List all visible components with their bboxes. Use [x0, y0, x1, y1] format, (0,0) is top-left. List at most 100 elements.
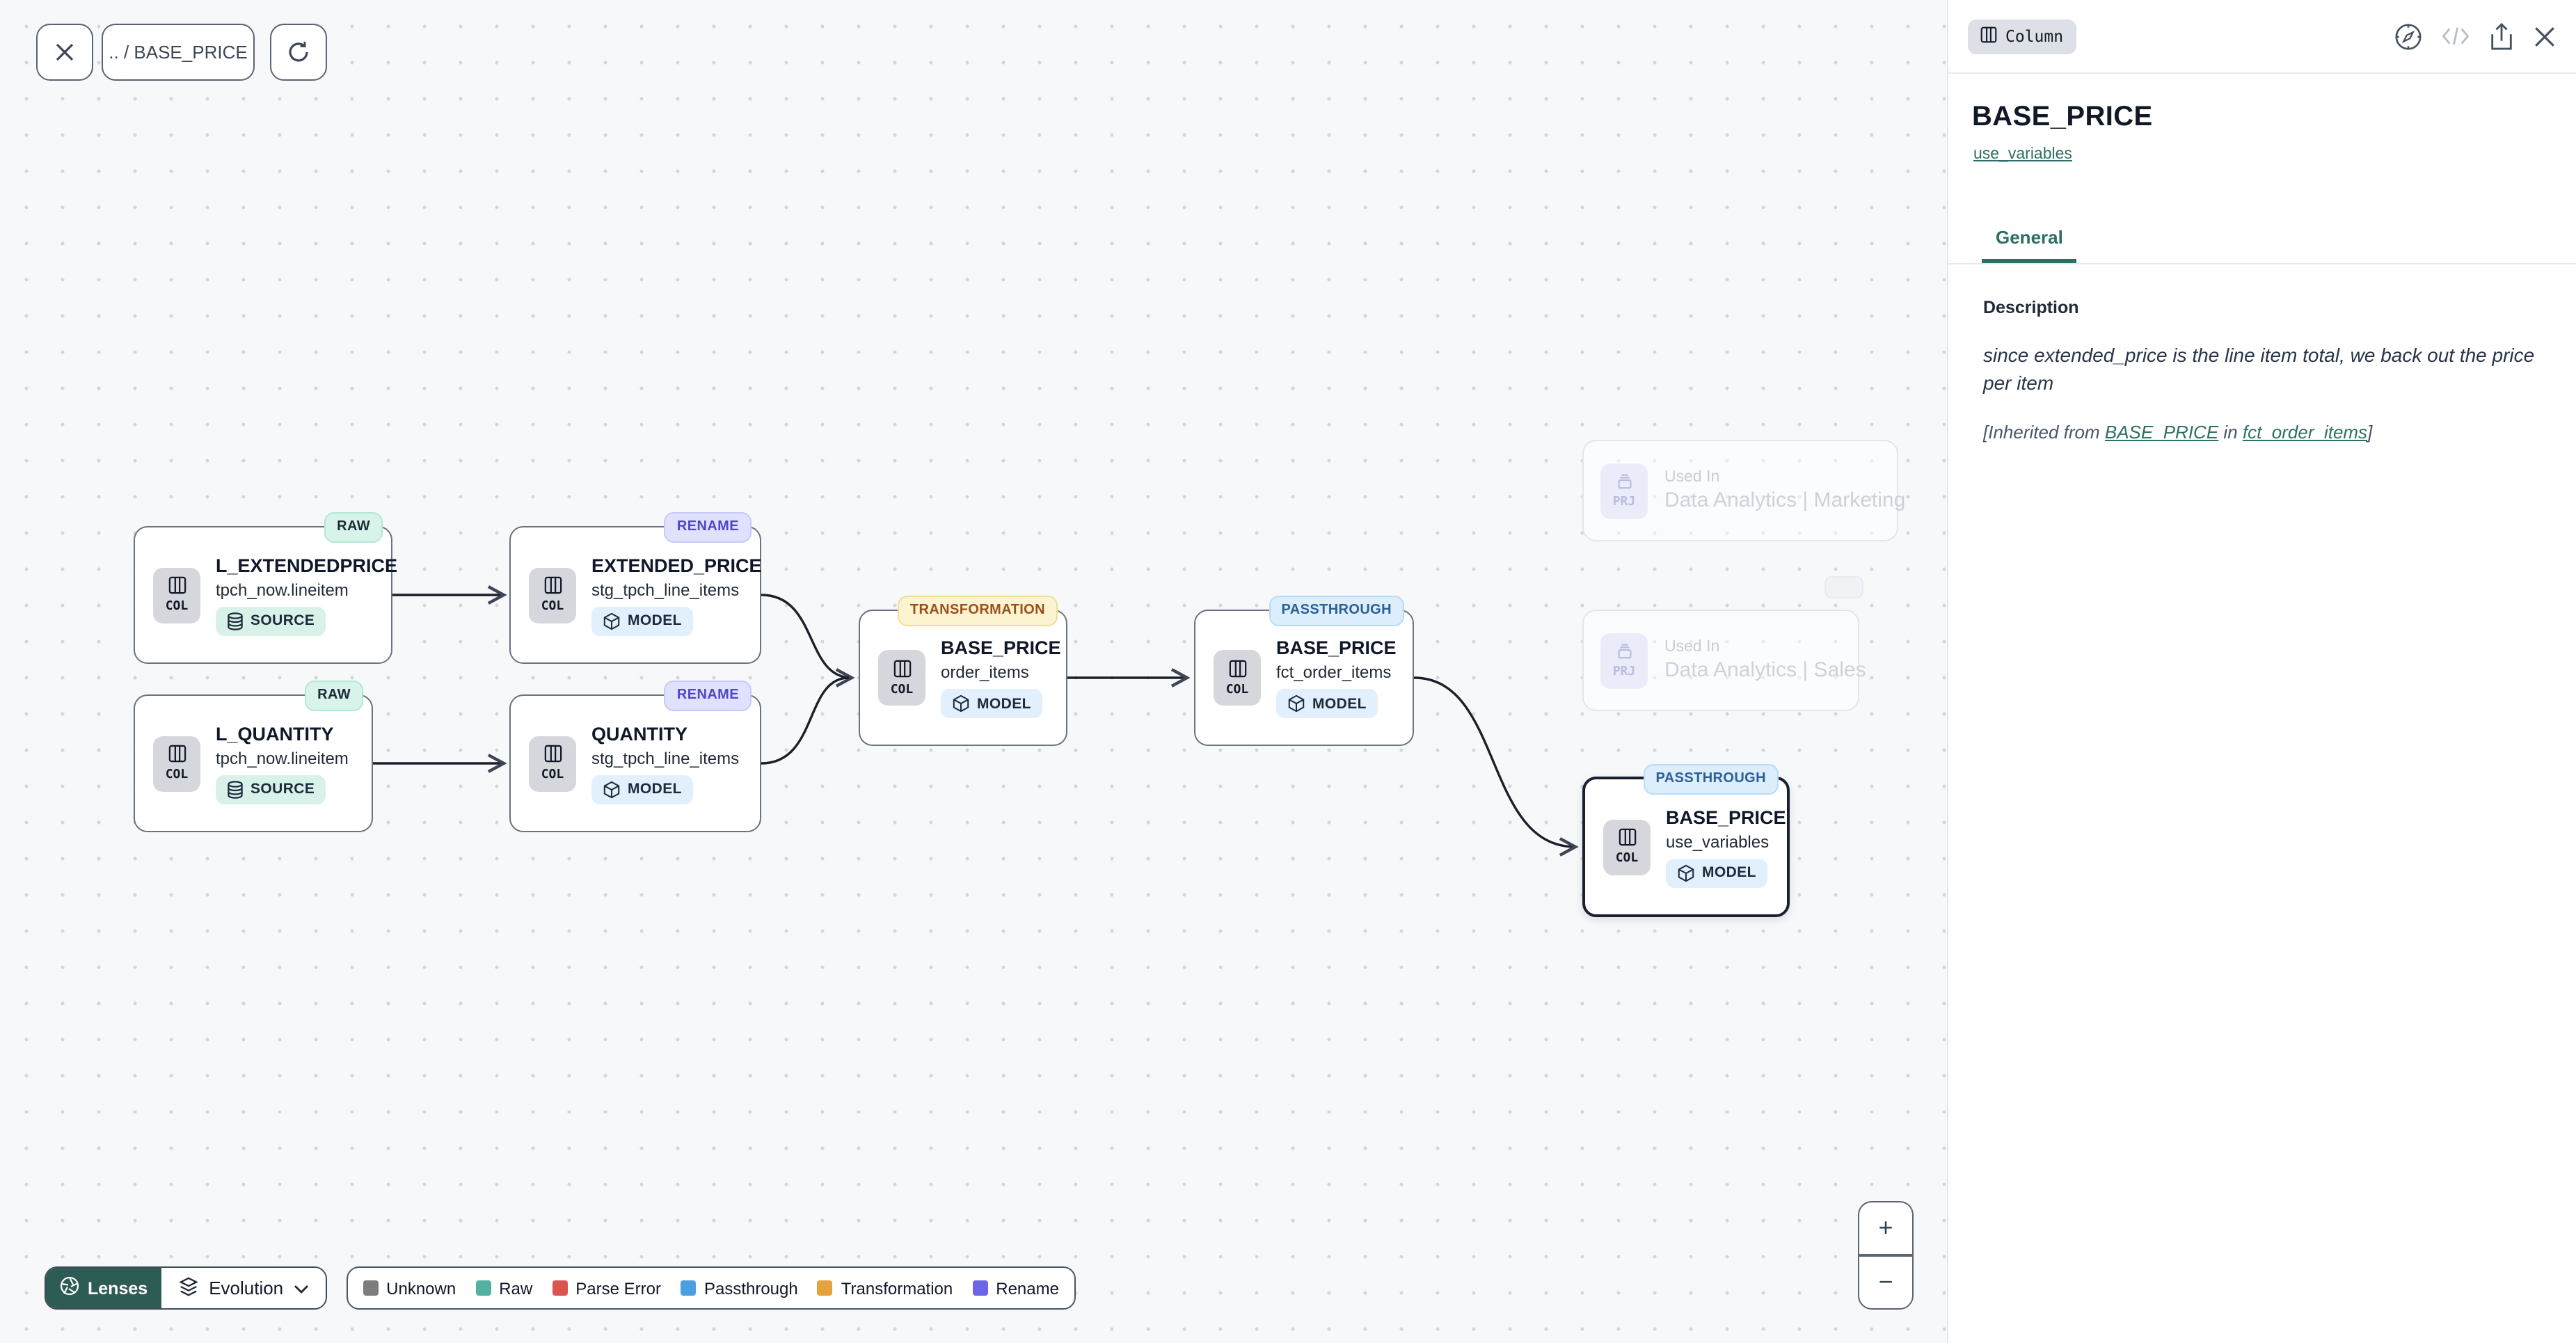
column-chip: COL	[153, 736, 200, 791]
minus-icon: −	[1878, 1267, 1893, 1296]
node-l-quantity[interactable]: RAW COL L_QUANTITY tpch_now.lineitem SOU…	[134, 681, 373, 832]
description-section: Description since extended_price is the …	[1948, 264, 2576, 442]
database-icon	[227, 612, 244, 630]
zoom-controls: + −	[1858, 1201, 1914, 1310]
project-chip-label: PRJ	[1612, 665, 1636, 679]
panel-title: BASE_PRICE	[1972, 102, 2153, 132]
legend-swatch	[475, 1280, 491, 1296]
refresh-button[interactable]	[270, 24, 327, 81]
node-base-price-order-items[interactable]: TRANSFORMATION COL BASE_PRICE order_item…	[859, 596, 1067, 746]
column-chip-label: COL	[890, 683, 914, 697]
node-type-badge: MODEL	[1666, 858, 1767, 887]
breadcrumb-label: .. / BASE_PRICE	[109, 42, 248, 63]
node-type-badge: SOURCE	[216, 774, 326, 804]
cube-icon	[603, 612, 621, 630]
aperture-icon	[60, 1276, 79, 1300]
share-export-icon[interactable]	[2488, 22, 2515, 51]
project-icon	[1615, 642, 1633, 664]
node-type-label: SOURCE	[251, 612, 315, 629]
lens-mode-label: Evolution	[209, 1278, 284, 1298]
lens-badge: TRANSFORMATION	[897, 596, 1058, 626]
node-type-label: SOURCE	[251, 781, 315, 797]
node-title: BASE_PRICE	[1666, 806, 1786, 827]
used-in-node-marketing[interactable]: PRJ Used In Data Analytics | Marketing	[1582, 440, 1905, 541]
lens-badge: PASSTHROUGH	[1269, 596, 1404, 626]
node-title: BASE_PRICE	[941, 637, 1061, 658]
node-type-label: MODEL	[628, 612, 682, 629]
node-quantity[interactable]: RENAME COL QUANTITY stg_tpch_line_items …	[509, 681, 761, 832]
lenses-button[interactable]: Lenses	[46, 1268, 162, 1308]
node-base-price-use-variables[interactable]: PASSTHROUGH COL BASE_PRICE use_variables…	[1582, 764, 1790, 917]
node-title: EXTENDED_PRICE	[591, 555, 762, 575]
column-chip: COL	[529, 736, 576, 791]
column-chip-label: COL	[1225, 683, 1249, 697]
node-subtitle: stg_tpch_line_items	[591, 580, 740, 599]
node-subtitle: tpch_now.lineitem	[216, 748, 349, 768]
legend-item: Parse Error	[552, 1278, 661, 1298]
zoom-in-button[interactable]: +	[1859, 1202, 1912, 1255]
code-view-icon[interactable]	[2441, 25, 2470, 47]
lens-badge: RENAME	[664, 512, 752, 543]
model-link[interactable]: use_variables	[1973, 146, 2072, 163]
node-base-price-fct-order-items[interactable]: PASSTHROUGH COL BASE_PRICE fct_order_ite…	[1194, 596, 1414, 746]
close-panel-icon[interactable]	[2533, 24, 2557, 48]
lens-badge: RAW	[305, 681, 363, 711]
zoom-out-button[interactable]: −	[1859, 1257, 1912, 1309]
node-subtitle: tpch_now.lineitem	[216, 580, 349, 599]
columns-icon	[543, 576, 562, 598]
column-chip-label: COL	[1615, 852, 1639, 866]
lineage-canvas[interactable]: .. / BASE_PRICE RAW COL L_EXTENDEDPRICE …	[0, 0, 1947, 1343]
details-panel: Column BASE_PRICE use_variables General …	[1947, 0, 2576, 1343]
divider	[1859, 1254, 1912, 1257]
lenses-bar: Lenses Evolution Unknown Raw Parse Error…	[45, 1266, 1076, 1310]
node-type-label: MODEL	[1702, 864, 1756, 881]
database-icon	[227, 780, 244, 798]
legend-swatch	[972, 1280, 988, 1296]
node-subtitle: order_items	[941, 662, 1029, 682]
lens-selector: Lenses Evolution	[45, 1266, 327, 1310]
column-chip: COL	[878, 650, 925, 706]
cube-icon	[603, 780, 621, 798]
column-chip-label: COL	[165, 600, 189, 614]
columns-icon	[168, 576, 186, 598]
inherited-model-link[interactable]: fct_order_items	[2242, 421, 2368, 443]
node-extended-price[interactable]: RENAME COL EXTENDED_PRICE stg_tpch_line_…	[509, 512, 762, 664]
layers-icon	[178, 1276, 199, 1301]
tab-general[interactable]: General	[1982, 218, 2077, 263]
legend-swatch	[363, 1280, 379, 1296]
column-chip: COL	[1603, 819, 1651, 875]
panel-header: Column	[1948, 0, 2576, 74]
column-chip-label: COL	[541, 768, 564, 782]
lens-badge: RENAME	[664, 681, 752, 711]
node-type-badge: MODEL	[591, 774, 693, 804]
inherited-column-link[interactable]: BASE_PRICE	[2104, 421, 2219, 443]
chevron-down-icon	[293, 1278, 308, 1298]
panel-tabs: General	[1948, 218, 2576, 264]
node-title: L_EXTENDEDPRICE	[216, 555, 398, 575]
columns-icon	[1228, 659, 1246, 681]
legend-item: Raw	[475, 1278, 532, 1298]
used-in-project: Data Analytics | Sales	[1664, 658, 1866, 682]
column-chip: COL	[529, 567, 576, 623]
close-lineage-button[interactable]	[36, 24, 93, 81]
legend-swatch	[552, 1280, 568, 1296]
node-type-label: MODEL	[977, 695, 1031, 712]
faded-lens-badge	[1824, 576, 1863, 598]
node-subtitle: stg_tpch_line_items	[591, 748, 740, 768]
node-subtitle: fct_order_items	[1276, 662, 1392, 682]
lens-mode-dropdown[interactable]: Evolution	[161, 1268, 326, 1308]
cube-icon	[1677, 864, 1695, 882]
project-icon	[1615, 472, 1633, 494]
columns-icon	[168, 745, 186, 767]
breadcrumb[interactable]: .. / BASE_PRICE	[102, 24, 255, 81]
used-in-node-sales[interactable]: PRJ Used In Data Analytics | Sales	[1582, 610, 1866, 711]
columns-icon	[1980, 26, 1997, 47]
project-chip: PRJ	[1600, 633, 1648, 688]
node-l-extendedprice[interactable]: RAW COL L_EXTENDEDPRICE tpch_now.lineite…	[134, 512, 397, 664]
project-chip: PRJ	[1600, 463, 1648, 518]
cube-icon	[952, 694, 970, 713]
navigate-compass-icon[interactable]	[2394, 22, 2423, 51]
legend-item: Transformation	[817, 1278, 953, 1298]
plus-icon: +	[1878, 1214, 1893, 1242]
